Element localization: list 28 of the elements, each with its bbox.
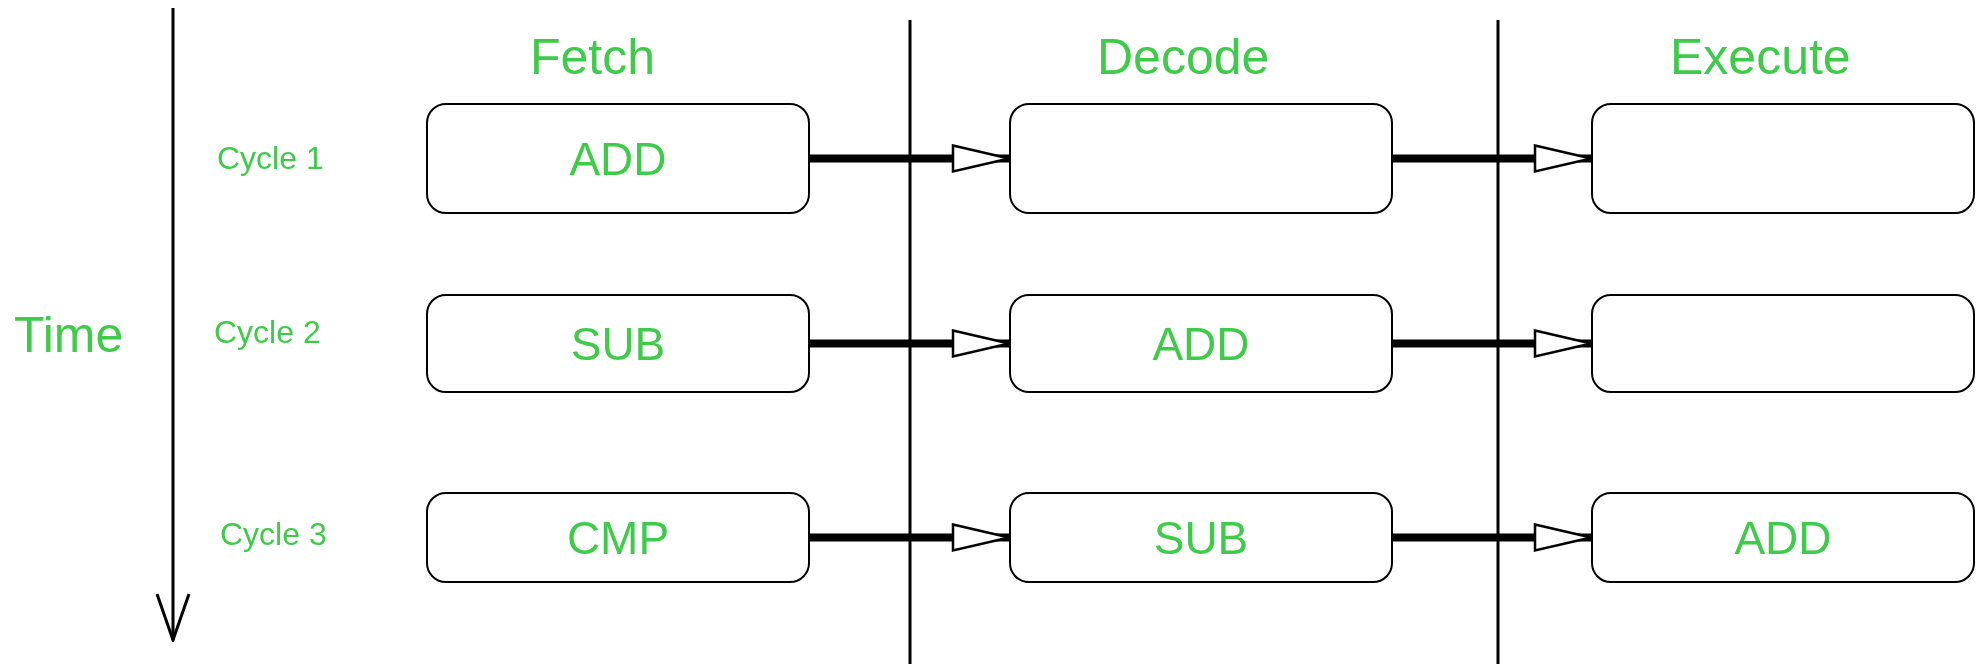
cycle-label: Cycle 2: [214, 314, 321, 351]
column-heading: Decode: [1097, 28, 1270, 86]
stage-box: [1591, 492, 1975, 583]
instruction-text: ADD: [1734, 510, 1832, 565]
cycle-label: Cycle 1: [217, 140, 324, 177]
stage-box: [426, 492, 810, 583]
arrow: [810, 523, 1011, 552]
empty-stage-box: [1009, 103, 1393, 214]
arrow: [1393, 144, 1593, 173]
column-heading: Fetch: [530, 28, 656, 86]
instruction-text: ADD: [569, 131, 667, 186]
axis-label: Time: [14, 306, 124, 364]
stage-box: [426, 294, 810, 393]
stage-box: [1009, 294, 1393, 393]
stage-box: [1009, 492, 1393, 583]
arrow: [1393, 523, 1593, 552]
instruction-text: CMP: [566, 510, 670, 565]
empty-stage-box: [1591, 294, 1975, 393]
stage-box: [426, 103, 810, 214]
arrow: [810, 329, 1011, 358]
instruction-text: SUB: [1153, 510, 1249, 565]
instruction-text: ADD: [1152, 316, 1250, 371]
cycle-label: Cycle 3: [220, 516, 327, 553]
arrow: [810, 144, 1011, 173]
column-heading: Execute: [1670, 28, 1851, 86]
instruction-text: SUB: [570, 316, 666, 371]
empty-stage-box: [1591, 103, 1975, 214]
arrow: [1393, 329, 1593, 358]
